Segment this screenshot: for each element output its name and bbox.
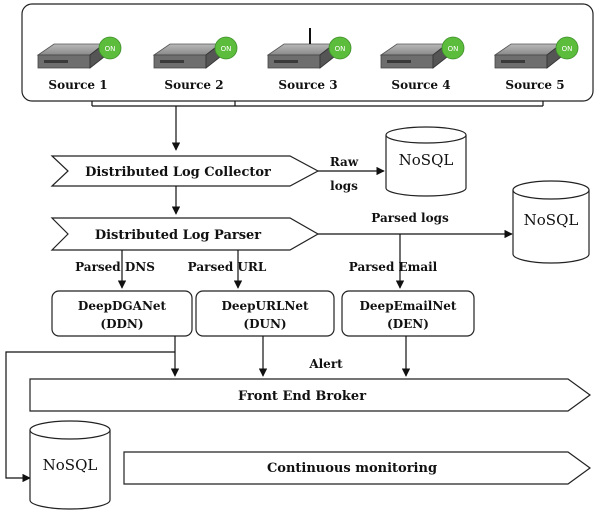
status-badge: ON: [98, 36, 122, 60]
parsed-email-label: Parsed Email: [349, 260, 438, 274]
server-icon: [379, 43, 449, 69]
nosql-raw-db: NoSQL: [385, 126, 467, 197]
log-collector-label: Distributed Log Collector: [85, 165, 271, 180]
server-icon: [152, 43, 222, 69]
log-collector-box: [50, 155, 320, 187]
source-label: Source 2: [164, 78, 223, 92]
front-end-broker-label: Front End Broker: [238, 389, 366, 404]
source-label: Source 1: [48, 78, 107, 92]
source-label: Source 3: [278, 78, 337, 92]
ddn-box: DeepDGANet (DDN): [51, 290, 193, 337]
continuous-monitoring-label: Continuous monitoring: [267, 461, 437, 476]
log-parser-box: [50, 217, 320, 251]
svg-text:DeepEmailNet: DeepEmailNet: [360, 299, 457, 313]
svg-text:ON: ON: [562, 45, 573, 53]
svg-text:NoSQL: NoSQL: [524, 211, 579, 229]
svg-text:DeepDGANet: DeepDGANet: [78, 299, 167, 313]
svg-text:ON: ON: [335, 45, 346, 53]
dun-box: DeepURLNet (DUN): [195, 290, 335, 337]
alert-label: Alert: [308, 357, 343, 371]
log-parser-label: Distributed Log Parser: [95, 228, 261, 243]
parsed-dns-label: Parsed DNS: [75, 260, 155, 274]
svg-text:ON: ON: [105, 45, 116, 53]
svg-text:DeepURLNet: DeepURLNet: [221, 299, 309, 313]
den-box: DeepEmailNet (DEN): [341, 290, 475, 337]
front-end-broker-box: [29, 378, 592, 412]
source-label: Source 4: [391, 78, 450, 92]
svg-text:NoSQL: NoSQL: [399, 151, 454, 169]
server-icon: [493, 43, 563, 69]
nosql-parsed-db: NoSQL: [512, 180, 590, 264]
raw-logs-label-2: logs: [330, 179, 358, 193]
svg-text:(DDN): (DDN): [100, 317, 143, 331]
status-badge: ON: [555, 36, 579, 60]
sources-bus: [91, 101, 544, 151]
status-badge: ON: [214, 36, 238, 60]
continuous-monitoring-box: [123, 451, 592, 485]
parsed-logs-label: Parsed logs: [371, 211, 449, 225]
raw-logs-label-1: Raw: [330, 155, 359, 169]
parsed-url-label: Parsed URL: [188, 260, 267, 274]
svg-text:(DEN): (DEN): [387, 317, 429, 331]
nosql-monitor-db: NoSQL: [29, 420, 111, 510]
svg-text:ON: ON: [448, 45, 459, 53]
source-label: Source 5: [505, 78, 564, 92]
status-badge: ON: [328, 36, 352, 60]
svg-text:(DUN): (DUN): [243, 317, 286, 331]
svg-text:ON: ON: [221, 45, 232, 53]
svg-text:NoSQL: NoSQL: [43, 456, 98, 474]
status-badge: ON: [441, 36, 465, 60]
